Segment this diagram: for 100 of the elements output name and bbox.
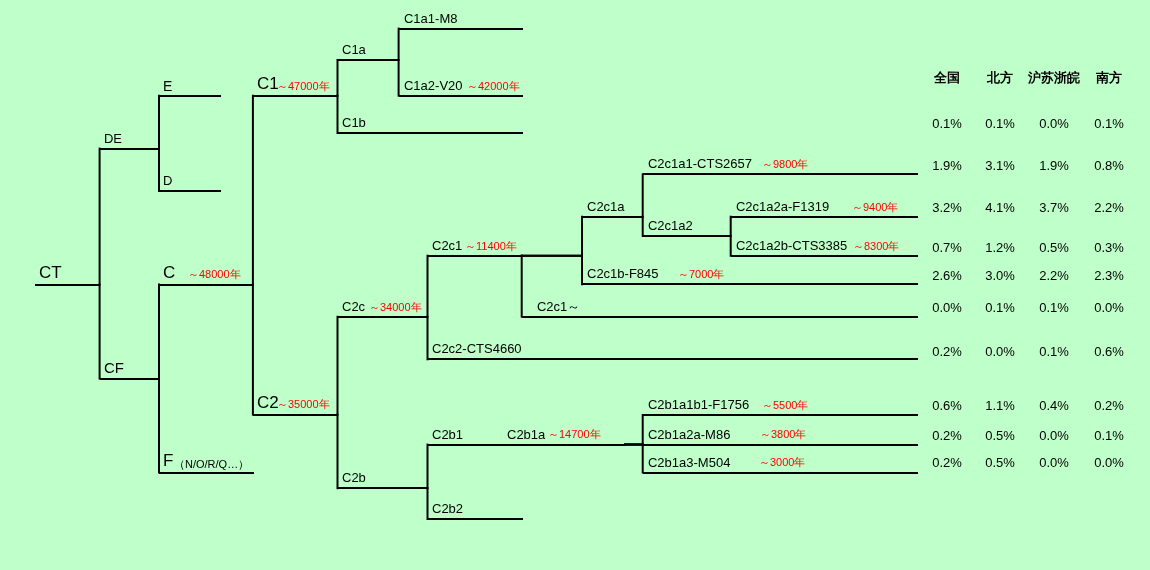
frequency-value: 0.6%: [932, 397, 962, 414]
age-label: ～9800年: [762, 158, 809, 172]
tree-connector: [336, 94, 339, 134]
clade-label: C2c: [342, 299, 366, 315]
frequency-value: 0.7%: [932, 239, 962, 256]
frequency-value: 0.6%: [1094, 343, 1124, 360]
tree-connector: [426, 315, 429, 361]
clade-label: C2b1a: [507, 427, 546, 443]
tree-connector: [158, 94, 160, 150]
clade-label: C2b1: [432, 427, 464, 443]
frequency-value: 0.1%: [985, 116, 1015, 132]
frequency-value: 1.9%: [1039, 157, 1069, 174]
clade-label: C2b2: [432, 502, 464, 517]
age-label: ～3000年: [759, 456, 806, 470]
age-label: ～34000年: [369, 300, 422, 314]
frequency-value: 0.5%: [985, 455, 1015, 472]
clade-label: C2c1b-F845: [587, 267, 659, 283]
tree-connector: [520, 254, 583, 286]
region-header: 沪苏浙皖: [1028, 70, 1080, 86]
clade-label: DE: [104, 131, 123, 147]
clade-label: C1b: [342, 116, 366, 131]
frequency-value: 1.2%: [985, 239, 1015, 256]
frequency-value: 2.2%: [1094, 199, 1124, 216]
tree-connector: [729, 215, 732, 237]
age-label: ～42000年: [467, 79, 520, 93]
region-header: 南方: [1096, 70, 1122, 86]
frequency-value: 0.0%: [932, 300, 962, 317]
age-label: ～48000年: [188, 268, 241, 282]
clade-label: D: [163, 174, 173, 189]
clade-label: （N/O/R/Q…）: [174, 457, 250, 471]
frequency-value: 0.1%: [1094, 428, 1124, 444]
age-label: ～14700年: [548, 428, 601, 442]
frequency-value: 0.1%: [932, 116, 962, 132]
tree-connector: [426, 254, 429, 318]
age-label: ～8300年: [853, 239, 900, 253]
clade-label: C2c1a1-CTS2657: [648, 157, 753, 173]
frequency-value: 0.1%: [985, 300, 1015, 317]
age-label: ～9400年: [852, 200, 899, 214]
tree-connector: [98, 147, 101, 286]
frequency-value: 0.0%: [1039, 428, 1069, 444]
clade-label: C2b1a3-M504: [648, 455, 731, 471]
clade-label: C1a: [342, 43, 366, 58]
frequency-value: 0.2%: [1094, 397, 1124, 414]
frequency-value: 0.5%: [1039, 239, 1069, 256]
frequency-value: 3.0%: [985, 267, 1015, 284]
clade-label: C2c1a2a-F1319: [736, 199, 830, 215]
tree-connector: [336, 59, 339, 97]
frequency-value: 0.1%: [1094, 116, 1124, 132]
frequency-value: 1.9%: [932, 157, 962, 174]
clade-label: C2c1a2: [648, 219, 693, 234]
frequency-value: 0.2%: [932, 455, 962, 472]
frequency-value: 0.1%: [1039, 300, 1069, 317]
clade-label: C2b: [342, 471, 366, 487]
frequency-value: 0.0%: [1094, 300, 1124, 317]
tree-connector: [158, 147, 160, 192]
clade-label: C2c1～: [537, 299, 581, 315]
tree-connector: [336, 413, 339, 490]
clade-label: CF: [104, 359, 124, 377]
frequency-value: 0.4%: [1039, 397, 1069, 414]
frequency-value: 0.2%: [932, 343, 962, 360]
clade-label: CT: [39, 263, 62, 283]
clade-label: F: [163, 450, 174, 471]
clade-label: C2c1: [432, 238, 463, 254]
clade-label: C2c1a2b-CTS3385: [736, 238, 848, 254]
tree-connector: [624, 443, 644, 474]
frequency-value: 0.5%: [985, 428, 1015, 444]
frequency-value: 0.2%: [932, 428, 962, 444]
frequency-value: 1.1%: [985, 397, 1015, 414]
tree-connector: [729, 235, 732, 257]
age-label: ～35000年: [277, 398, 330, 412]
frequency-value: 0.0%: [1094, 455, 1124, 472]
frequency-value: 2.6%: [932, 267, 962, 284]
frequency-value: 3.7%: [1039, 199, 1069, 216]
age-label: ～3800年: [760, 428, 807, 442]
frequency-value: 3.2%: [932, 199, 962, 216]
tree-connector: [98, 283, 101, 380]
clade-label: C2b1a2a-M86: [648, 427, 731, 443]
tree-connector: [641, 215, 644, 237]
frequency-value: 0.0%: [1039, 455, 1069, 472]
clade-label: C2c2-CTS4660: [432, 342, 522, 358]
tree-connector: [397, 27, 400, 61]
frequency-value: 3.1%: [985, 157, 1015, 174]
clade-label: C1a1-M8: [404, 11, 458, 27]
tree-connector: [158, 377, 160, 474]
age-label: ～11400年: [465, 239, 517, 253]
tree-connector: [251, 94, 254, 286]
frequency-value: 4.1%: [985, 199, 1015, 216]
frequency-value: 0.0%: [985, 343, 1015, 360]
frequency-value: 0.0%: [1039, 116, 1069, 132]
clade-label: C1a2-V20: [404, 78, 463, 94]
clade-label: C: [163, 263, 176, 283]
tree-connector: [641, 173, 644, 218]
clade-label: E: [163, 77, 173, 94]
tree-connector: [336, 315, 339, 416]
frequency-value: 0.8%: [1094, 157, 1124, 174]
age-label: ～7000年: [678, 268, 725, 282]
tree-connector: [426, 487, 429, 520]
frequency-value: 2.2%: [1039, 267, 1069, 284]
frequency-value: 0.3%: [1094, 239, 1124, 256]
tree-connector: [158, 283, 160, 380]
